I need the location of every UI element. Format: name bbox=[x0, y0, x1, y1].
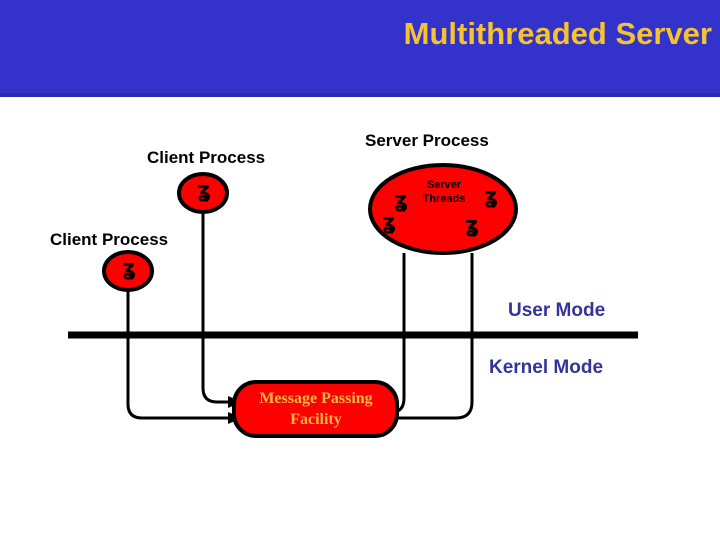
connector-client2-to-mpf bbox=[126, 290, 228, 420]
thread-squiggle-icon: ʓ bbox=[382, 210, 397, 235]
message-passing-facility-label-line1: Message Passing bbox=[259, 390, 373, 407]
server-process-ellipse bbox=[368, 163, 518, 255]
client-process-2-ellipse bbox=[102, 250, 154, 292]
thread-squiggle-icon: ʓ bbox=[394, 188, 409, 213]
message-passing-facility-label: Message Passing Facility bbox=[236, 388, 396, 430]
client-process-2-label: Client Process bbox=[50, 230, 169, 249]
title-banner: Multithreaded Server bbox=[0, 0, 720, 97]
user-mode-label: User Mode bbox=[508, 300, 606, 321]
thread-squiggle-icon: ʓ bbox=[484, 184, 499, 209]
message-passing-facility-box bbox=[232, 380, 399, 438]
page-title: Multithreaded Server bbox=[403, 16, 712, 51]
thread-squiggle-icon: ʓ bbox=[465, 213, 480, 238]
kernel-mode-label: Kernel Mode bbox=[489, 357, 604, 378]
thread-squiggle-icon: ʓ bbox=[197, 178, 212, 203]
server-threads-label-line2: Threads bbox=[422, 193, 466, 205]
connector-server-right-to-mpf bbox=[396, 253, 474, 420]
message-passing-facility-label-line2: Facility bbox=[290, 411, 342, 428]
thread-squiggle-icon: ʓ bbox=[122, 256, 137, 281]
connector-client1-to-mpf bbox=[201, 212, 228, 404]
client-process-1-label: Client Process bbox=[147, 148, 266, 167]
server-process-label: Server Process bbox=[365, 131, 489, 150]
server-threads-label-line1: Server bbox=[426, 179, 462, 191]
client-process-1-ellipse bbox=[177, 172, 229, 214]
server-threads-label: Server Threads bbox=[404, 178, 484, 206]
